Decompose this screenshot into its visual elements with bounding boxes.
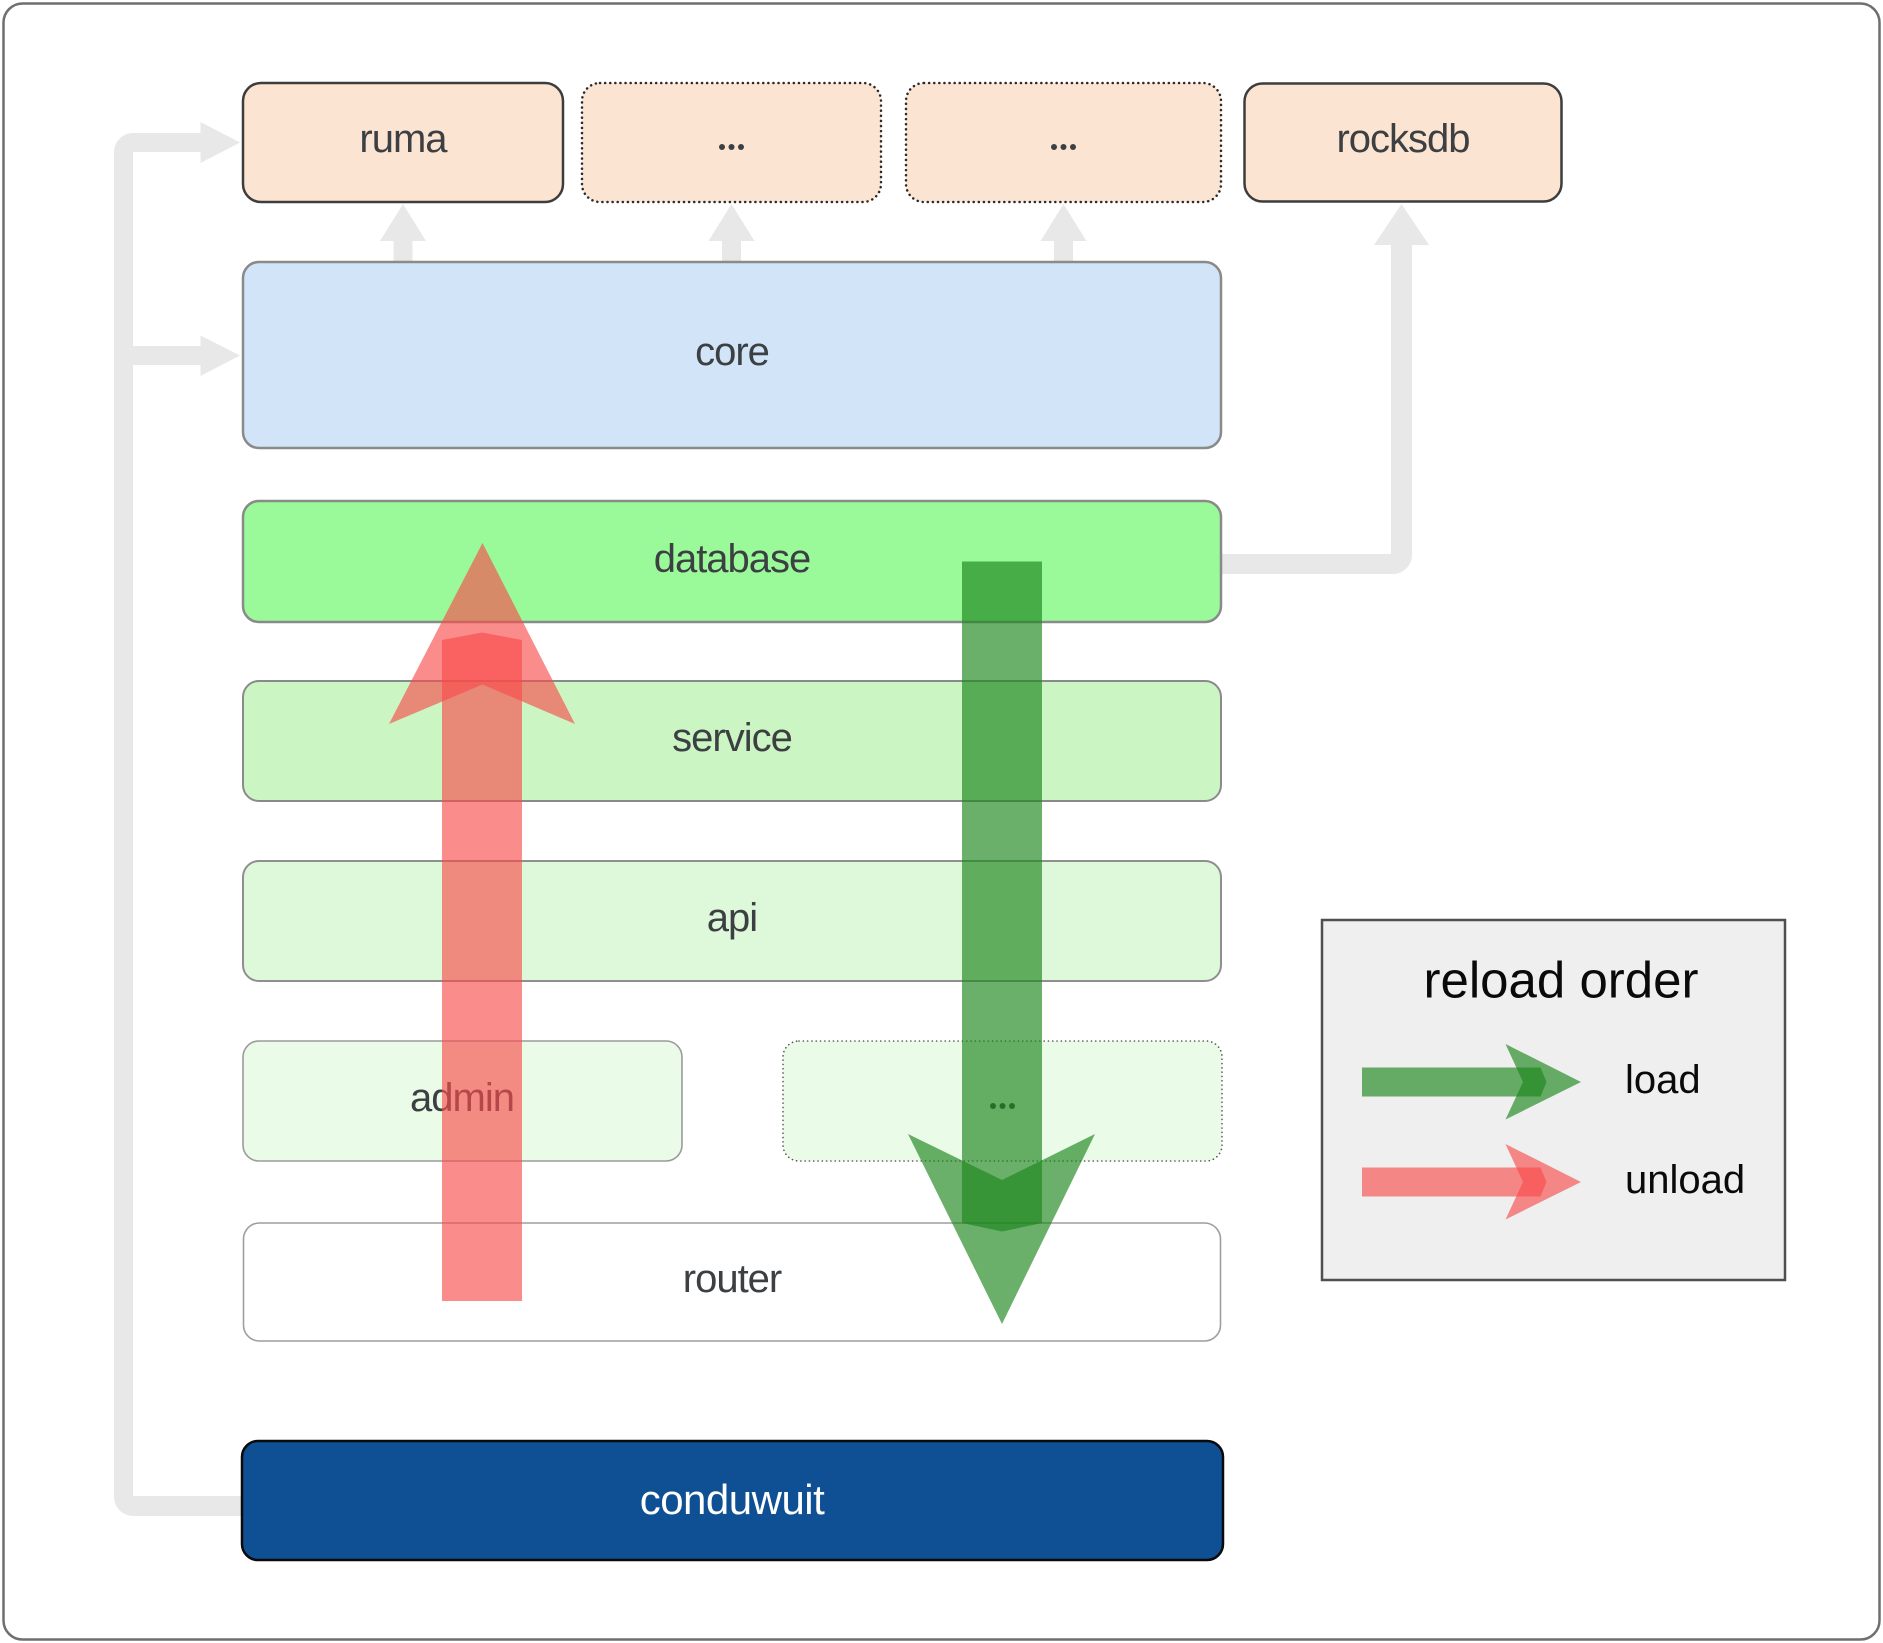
svg-text:router: router	[683, 1257, 782, 1301]
svg-text:reload order: reload order	[1424, 952, 1699, 1009]
svg-text:unload: unload	[1625, 1158, 1745, 1202]
svg-text:service: service	[672, 716, 792, 760]
svg-text:load: load	[1625, 1058, 1701, 1102]
svg-text:conduwuit: conduwuit	[640, 1476, 825, 1523]
svg-text:core: core	[695, 330, 769, 374]
svg-text:api: api	[707, 896, 757, 940]
svg-text:ruma: ruma	[359, 117, 448, 161]
svg-text:rocksdb: rocksdb	[1336, 117, 1469, 161]
svg-text:database: database	[654, 537, 811, 581]
